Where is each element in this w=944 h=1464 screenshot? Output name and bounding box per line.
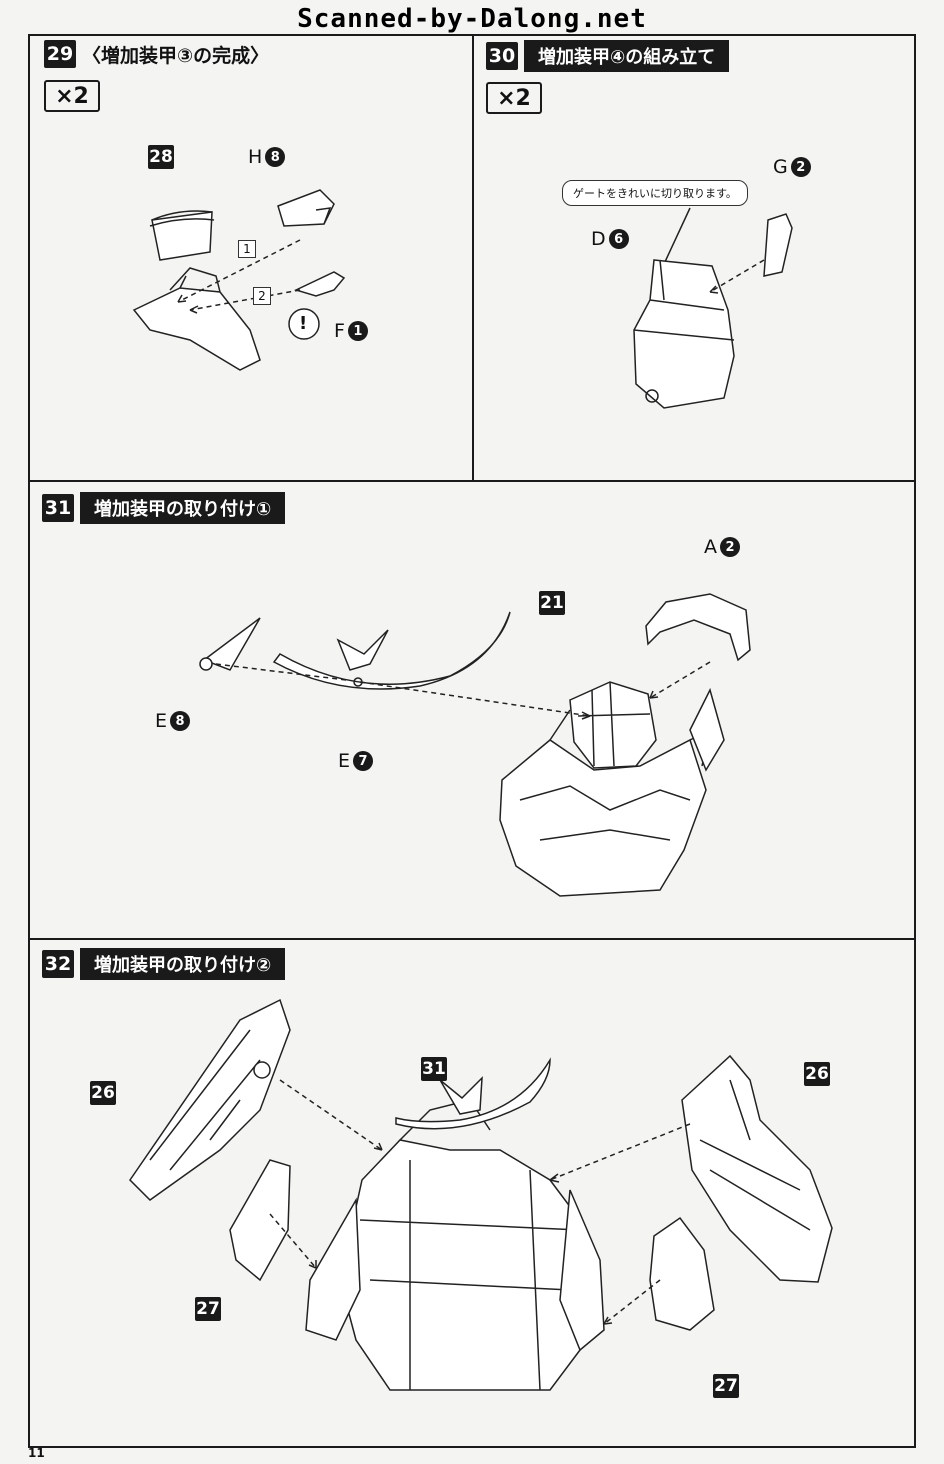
step-number: 29 <box>44 40 76 68</box>
part-ref-badge-26-left: 26 <box>90 1081 116 1105</box>
step-title: 増加装甲の取り付け① <box>80 492 286 524</box>
step-32-diagram <box>129 998 833 1391</box>
step-32-panel <box>28 938 916 1448</box>
step-number: 31 <box>42 494 74 522</box>
part-ref-badge-27-left: 27 <box>195 1297 221 1321</box>
multiplier-badge: ×2 <box>486 82 542 114</box>
part-ref-badge: 21 <box>539 591 565 615</box>
step-30-diagram <box>633 207 793 409</box>
page-number: 11 <box>28 1446 45 1460</box>
caution-icon: ! <box>299 313 308 334</box>
step-number: 30 <box>486 42 518 70</box>
substep-2-box: 2 <box>253 287 271 305</box>
substep-1-box: 1 <box>238 240 256 258</box>
step-number: 32 <box>42 950 74 978</box>
multiplier-badge: ×2 <box>44 80 100 112</box>
part-ref-badge-31: 31 <box>421 1057 447 1081</box>
part-ref-badge: 28 <box>148 145 174 169</box>
step-32-header: 32 増加装甲の取り付け② <box>42 948 286 980</box>
step-31-diagram <box>199 593 751 897</box>
watermark: Scanned-by-Dalong.net <box>297 4 647 34</box>
step-30-header: 30 増加装甲④の組み立て <box>486 40 730 72</box>
step-title: 〈増加装甲③の完成〉 <box>82 44 270 67</box>
part-ref-badge-27-right: 27 <box>713 1374 739 1398</box>
step-title: 増加装甲の取り付け② <box>80 948 286 980</box>
step-29-header: 29 〈増加装甲③の完成〉 <box>44 40 269 68</box>
step-title: 増加装甲④の組み立て <box>524 40 730 72</box>
part-ref-badge-26-right: 26 <box>804 1062 830 1086</box>
step-29-diagram <box>132 189 346 371</box>
step-31-header: 31 増加装甲の取り付け① <box>42 492 286 524</box>
gate-callout: ゲートをきれいに切り取ります。 <box>562 180 748 206</box>
